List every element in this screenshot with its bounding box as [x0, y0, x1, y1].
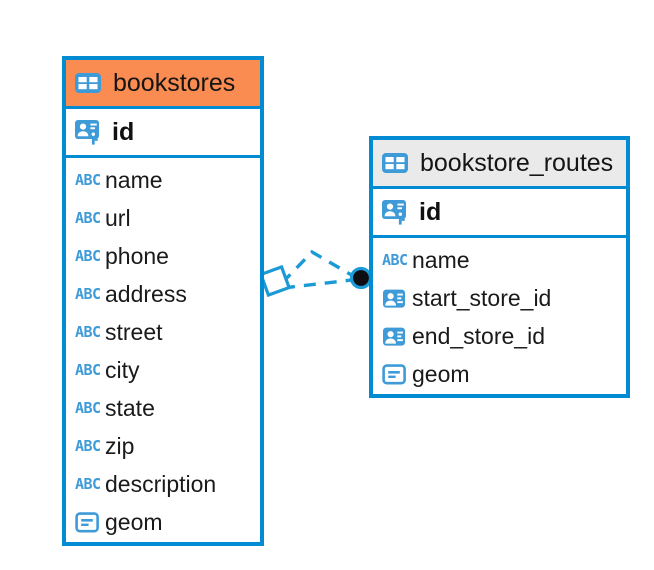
primary-key-label: id	[112, 117, 135, 146]
field-row-end-store-id[interactable]: end_store_id	[373, 317, 626, 355]
entity-table-bookstores[interactable]: bookstores id	[62, 56, 264, 546]
field-label: start_store_id	[412, 284, 552, 311]
field-label: phone	[105, 242, 169, 269]
table-icon	[381, 152, 409, 174]
primary-key-label: id	[419, 197, 442, 226]
field-label: url	[105, 204, 131, 231]
entity-header-bookstore-routes[interactable]: bookstore_routes	[373, 140, 626, 189]
entity-name-label: bookstores	[113, 68, 236, 97]
abc-text-icon: ABC	[75, 360, 101, 379]
primary-key-icon	[74, 119, 102, 145]
abc-text-icon: ABC	[75, 398, 101, 417]
field-row-address[interactable]: ABC address	[66, 275, 260, 313]
table-icon	[74, 72, 102, 94]
field-row-name[interactable]: ABC name	[66, 161, 260, 199]
primary-key-icon	[381, 199, 409, 225]
foreign-key-icon	[382, 288, 412, 309]
abc-text-icon: ABC	[382, 250, 408, 269]
field-label: city	[105, 356, 140, 383]
field-label: state	[105, 394, 155, 421]
field-row-name[interactable]: ABC name	[373, 241, 626, 279]
field-row-geom[interactable]: geom	[373, 355, 626, 393]
geometry-icon	[382, 363, 412, 385]
field-label: name	[105, 166, 163, 193]
entity-primary-key-row-bookstores[interactable]: id	[66, 109, 260, 158]
abc-text-icon: ABC	[75, 322, 101, 341]
field-row-description[interactable]: ABC description	[66, 465, 260, 503]
field-row-start-store-id[interactable]: start_store_id	[373, 279, 626, 317]
relationship-diamond-marker	[258, 264, 292, 298]
entity-field-list-bookstores: ABC name ABC url ABC phone ABC address A…	[66, 158, 260, 547]
field-row-phone[interactable]: ABC phone	[66, 237, 260, 275]
abc-text-icon: ABC	[75, 474, 101, 493]
geometry-icon	[75, 511, 105, 533]
field-label: address	[105, 280, 187, 307]
field-label: description	[105, 470, 217, 497]
field-label: end_store_id	[412, 322, 545, 349]
field-row-geom[interactable]: geom	[66, 503, 260, 541]
field-row-url[interactable]: ABC url	[66, 199, 260, 237]
relationship-line-lower	[282, 278, 353, 290]
field-row-zip[interactable]: ABC zip	[66, 427, 260, 465]
entity-header-bookstores[interactable]: bookstores	[66, 60, 260, 109]
field-row-state[interactable]: ABC state	[66, 389, 260, 427]
field-label: name	[412, 246, 470, 273]
field-label: geom	[412, 360, 470, 387]
field-label: street	[105, 318, 163, 345]
relationship-line-upper	[280, 249, 356, 285]
entity-table-bookstore-routes[interactable]: bookstore_routes id	[369, 136, 630, 398]
entity-primary-key-row-bookstore-routes[interactable]: id	[373, 189, 626, 238]
abc-text-icon: ABC	[75, 170, 101, 189]
abc-text-icon: ABC	[75, 436, 101, 455]
entity-name-label: bookstore_routes	[420, 148, 614, 177]
abc-text-icon: ABC	[75, 208, 101, 227]
foreign-key-icon	[382, 326, 412, 347]
field-row-city[interactable]: ABC city	[66, 351, 260, 389]
relationship-circle-marker	[349, 266, 373, 290]
entity-field-list-bookstore-routes: ABC name start_store_id	[373, 238, 626, 399]
abc-text-icon: ABC	[75, 246, 101, 265]
field-label: geom	[105, 508, 163, 535]
abc-text-icon: ABC	[75, 284, 101, 303]
field-row-street[interactable]: ABC street	[66, 313, 260, 351]
field-label: zip	[105, 432, 135, 459]
